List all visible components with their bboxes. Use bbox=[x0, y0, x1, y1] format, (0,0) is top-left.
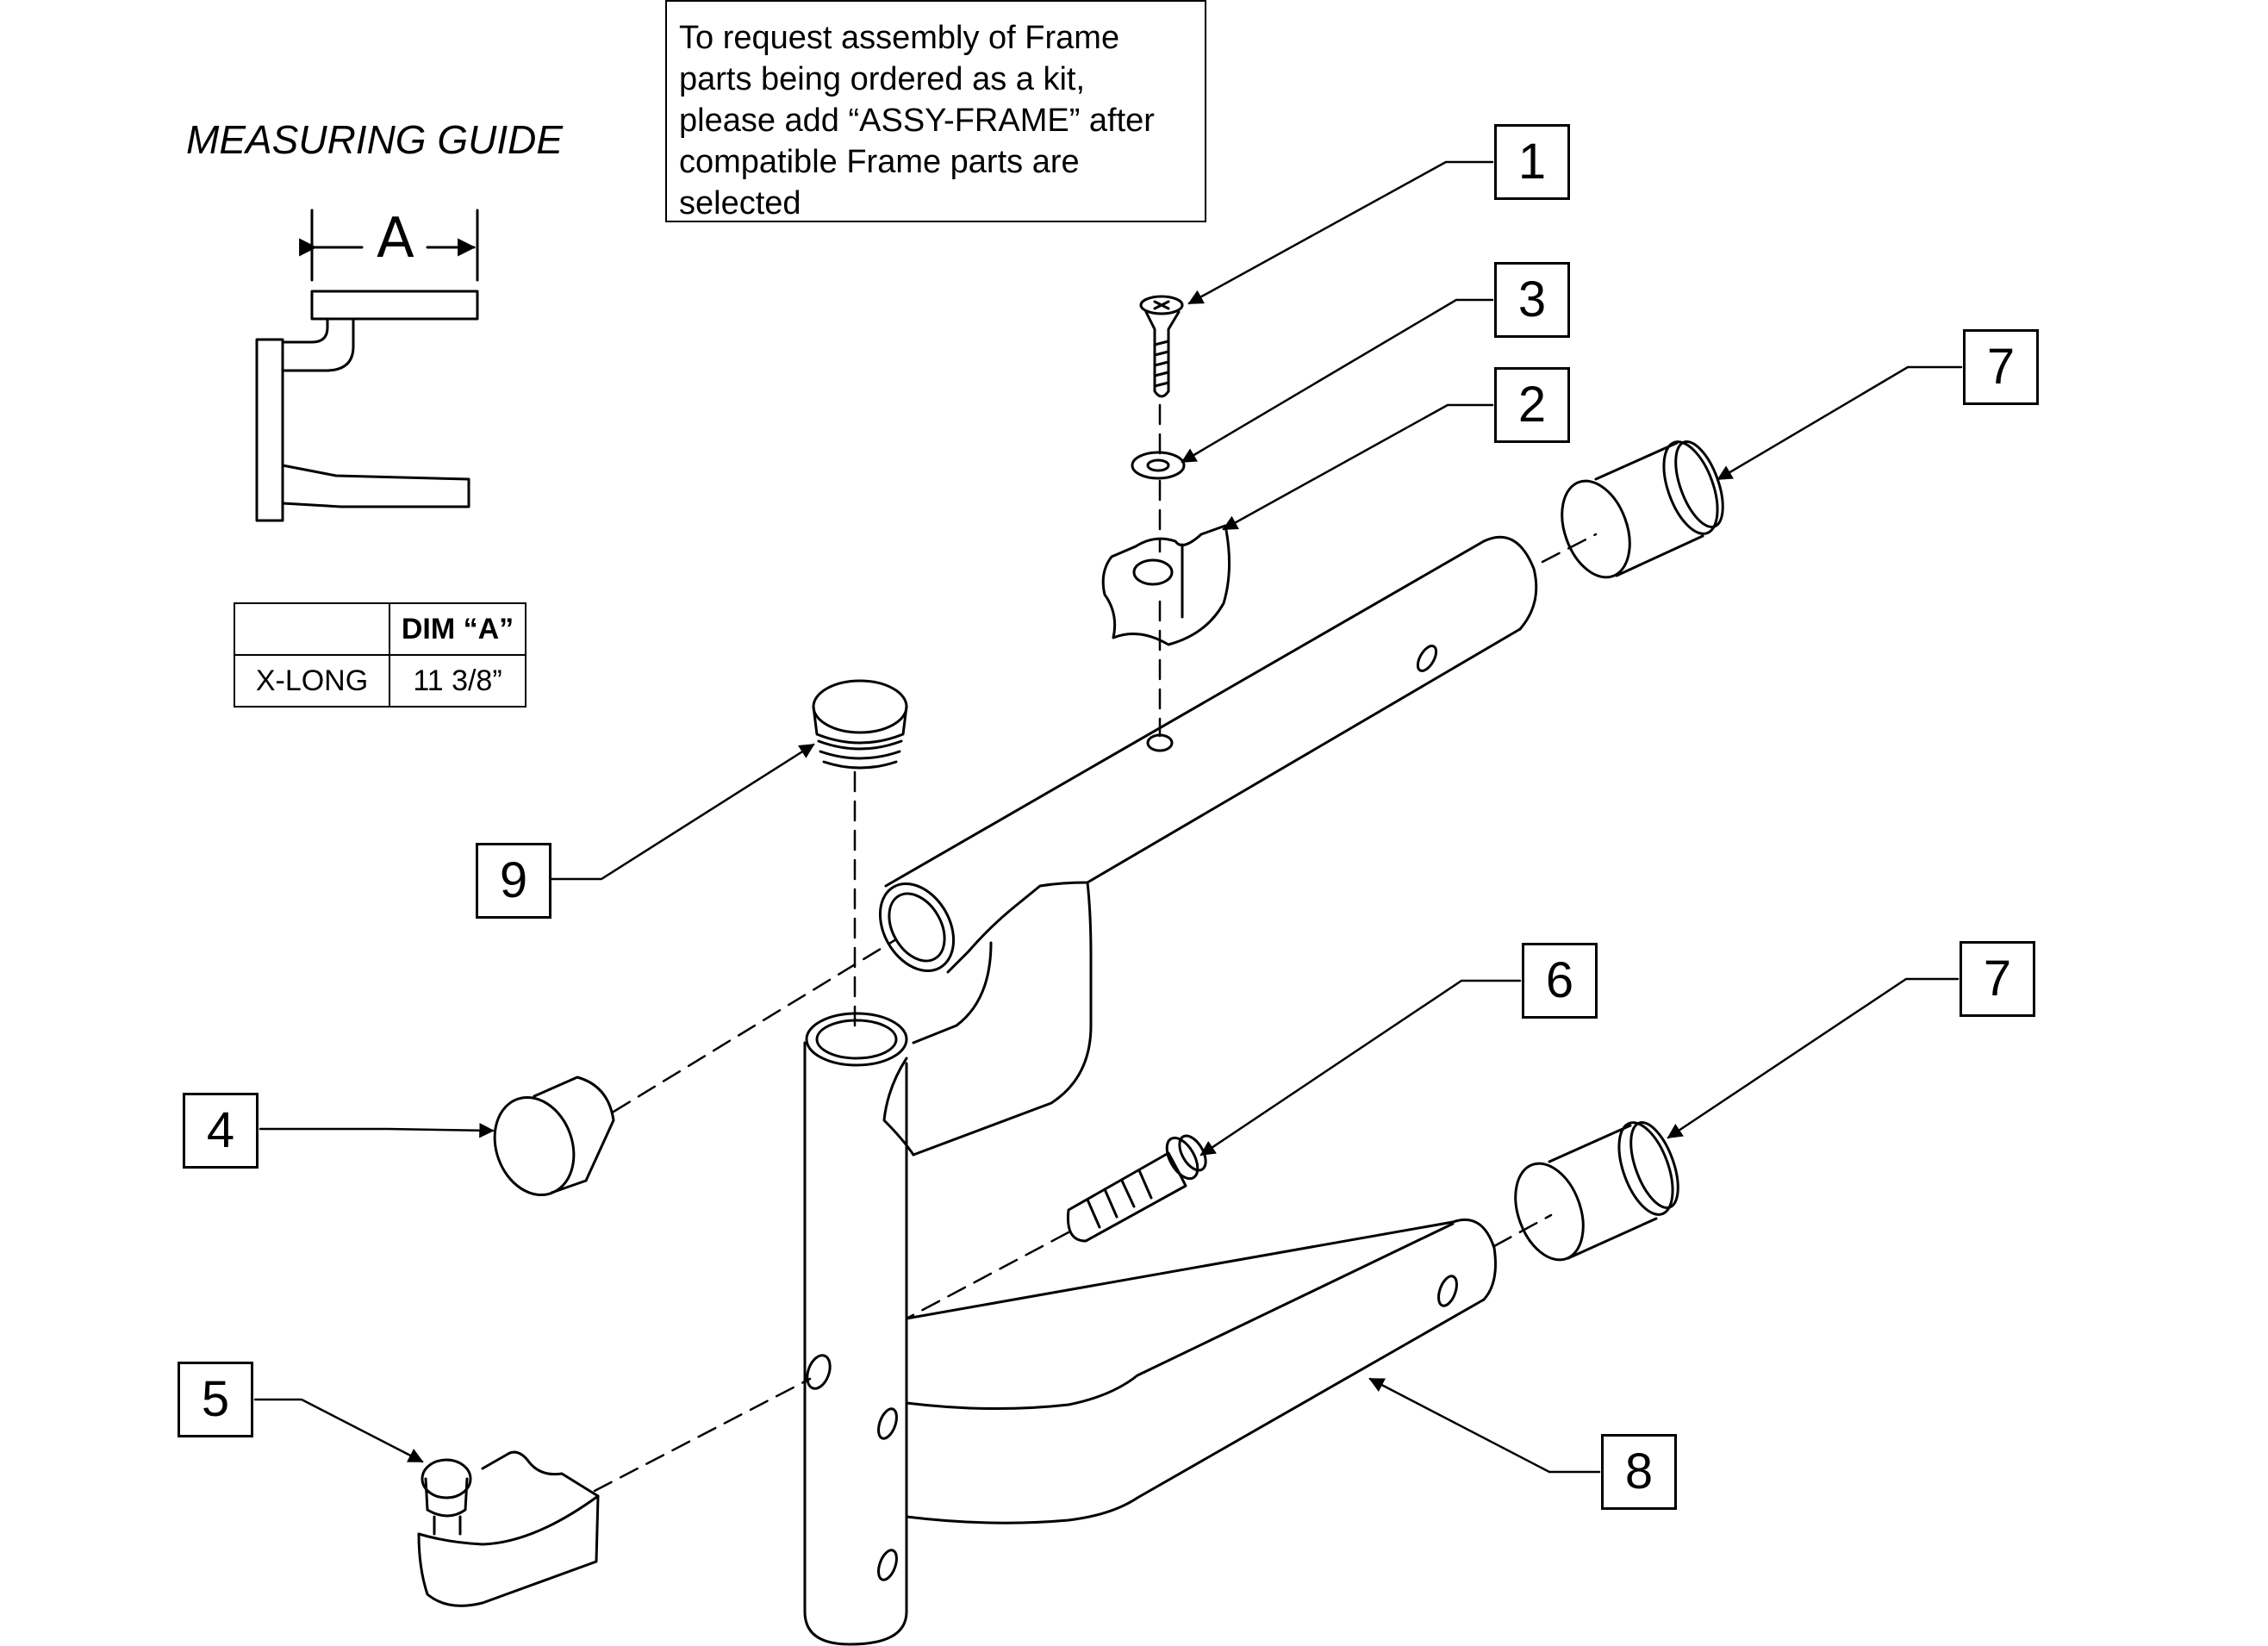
callout-5: 5 bbox=[178, 1362, 253, 1437]
clamp-part-2 bbox=[1101, 524, 1231, 646]
callout-6: 6 bbox=[1522, 943, 1598, 1019]
callout-1: 1 bbox=[1494, 124, 1570, 200]
dimension-table-row-value: 11 3/8” bbox=[389, 654, 526, 708]
end-cap-part-7-lower bbox=[1514, 1121, 1679, 1262]
callout-9: 9 bbox=[476, 843, 551, 919]
measuring-guide-title: MEASURING GUIDE bbox=[186, 117, 564, 162]
pin-part-6 bbox=[1066, 1134, 1207, 1243]
callout-4: 4 bbox=[183, 1093, 259, 1169]
dimension-table-header-empty bbox=[234, 602, 390, 656]
callout-7-lower: 7 bbox=[1960, 941, 2035, 1017]
callout-2: 2 bbox=[1494, 367, 1570, 443]
callout-8: 8 bbox=[1601, 1434, 1677, 1510]
bracket-part-5 bbox=[417, 1450, 600, 1607]
dimension-table-row-label: X-LONG bbox=[234, 654, 390, 708]
callout-3: 3 bbox=[1494, 262, 1570, 338]
dimension-label-a: A bbox=[377, 207, 414, 271]
end-cap-part-7-upper bbox=[1561, 440, 1724, 579]
callout-7-upper: 7 bbox=[1963, 329, 2039, 405]
leader-lines bbox=[253, 160, 1963, 1474]
dimension-table-header-dim: DIM “A” bbox=[389, 602, 526, 656]
screw-part-1 bbox=[1139, 295, 1184, 398]
dimension-table-header: DIM “A” bbox=[234, 602, 526, 656]
end-cap-part-4 bbox=[493, 1076, 615, 1197]
washer-part-3 bbox=[1131, 451, 1186, 480]
frame-tube-8 bbox=[803, 535, 1538, 1646]
measuring-guide-sketch bbox=[255, 209, 479, 522]
dimension-table: DIM “A” X-LONG 11 3/8” bbox=[234, 602, 526, 708]
plug-part-9 bbox=[812, 679, 908, 770]
dimension-table-row: X-LONG 11 3/8” bbox=[234, 654, 526, 708]
alignment-lines bbox=[593, 403, 1598, 1493]
assembly-note: To request assembly of Frame parts being… bbox=[665, 0, 1206, 222]
